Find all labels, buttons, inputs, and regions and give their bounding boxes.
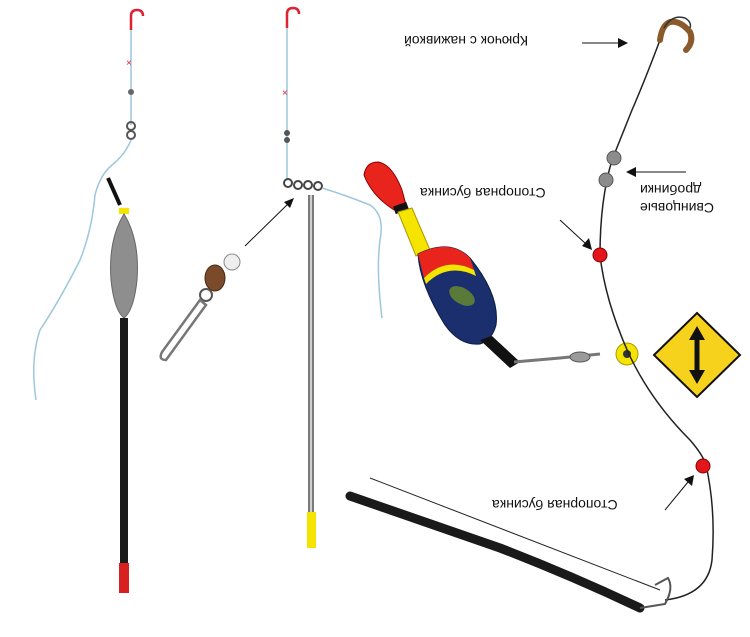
float-band-yellow (424, 264, 476, 284)
rod-tip (307, 512, 316, 548)
worm-bait-icon (657, 18, 695, 53)
hook-icon (663, 16, 692, 29)
rig-middle-thin: × (244, 6, 383, 548)
swivel-ring (313, 181, 323, 191)
pointer-arrowhead (684, 475, 694, 486)
hook-icon (285, 6, 301, 28)
fishing-line (599, 39, 714, 601)
stopper-bead (695, 458, 711, 474)
swivel-ring (199, 288, 213, 302)
float-bottom-stem (480, 336, 520, 368)
swivel-ring (284, 130, 290, 136)
pointer-arrowhead (626, 167, 636, 177)
swivel-ring (283, 178, 293, 188)
fish-graphic (449, 286, 475, 306)
pointer-arrowhead (582, 238, 592, 250)
main-line (592, 16, 714, 601)
swivel-ring (284, 137, 290, 143)
yellow-band (119, 208, 129, 214)
sinker (110, 213, 138, 319)
pointer-arrow (664, 481, 689, 511)
snap-clip (159, 298, 208, 362)
rig-left-sinker: × (33, 8, 145, 593)
pointer-arrow (559, 219, 587, 245)
fishing-line (33, 139, 132, 401)
swivel-snap-icon (159, 253, 241, 362)
swivel-ring (293, 180, 303, 190)
rod-tip (119, 563, 129, 593)
rod-body (120, 318, 128, 566)
rod-body-inner (310, 195, 312, 515)
rod-guide (639, 576, 672, 609)
swivel-ring (126, 130, 136, 140)
float-stripe (393, 201, 409, 215)
lead-shot (598, 172, 614, 188)
label-stopper-bead-top: Стопорная бусинка (420, 185, 546, 201)
label-hook-with-bait: Крючок с наживкой (404, 33, 529, 49)
hook-icon (129, 8, 145, 30)
pointer-arrowhead (284, 198, 294, 208)
swivel-ring (303, 180, 313, 190)
rod-shaft (345, 491, 645, 613)
swivel-body (569, 351, 591, 363)
pointer-arrowhead (618, 38, 628, 48)
knot-mark: × (126, 58, 132, 69)
knot-mark: × (282, 88, 288, 99)
label-lead-shots-line1: Свинцовые (640, 200, 715, 216)
fishing-rod (345, 477, 672, 613)
label-stopper-bead-bottom: Стопорная бусинка (492, 497, 618, 513)
sign-arrowhead-down (689, 370, 705, 384)
pointer-arrow (244, 201, 291, 247)
bead-white (223, 253, 241, 271)
float-top (363, 161, 407, 211)
float-stem (397, 207, 431, 257)
label-lead-shots-line2: дробинки (640, 182, 702, 198)
rod-line (369, 477, 661, 591)
fishing-line (321, 187, 383, 319)
swivel-body (204, 264, 226, 292)
float (363, 161, 639, 368)
label-pointers (559, 38, 694, 511)
lead-shot (606, 150, 622, 166)
float-band-red (418, 246, 474, 278)
sign-arrowhead-up (689, 326, 705, 340)
stopper-bead (592, 247, 608, 263)
swivel-ring (128, 89, 134, 95)
clip (106, 177, 122, 206)
double-arrow-vertical-icon (652, 311, 742, 399)
sliding-bead-hole (623, 350, 631, 358)
